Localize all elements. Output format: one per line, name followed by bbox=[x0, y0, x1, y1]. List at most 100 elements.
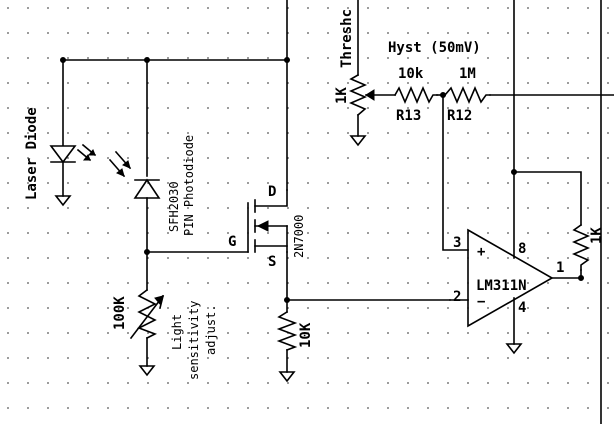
grid-dot bbox=[327, 182, 329, 184]
grid-dot bbox=[487, 382, 489, 384]
grid-dot bbox=[247, 107, 249, 109]
grid-dot bbox=[407, 282, 409, 284]
grid-dot bbox=[187, 407, 189, 409]
grid-dot bbox=[307, 82, 309, 84]
grid-dot bbox=[127, 107, 129, 109]
grid-dot bbox=[67, 57, 69, 59]
grid-dot bbox=[387, 232, 389, 234]
grid-dot bbox=[427, 207, 429, 209]
grid-dot bbox=[367, 307, 369, 309]
grid-dot bbox=[47, 207, 49, 209]
grid-dot bbox=[467, 7, 469, 9]
grid-dot bbox=[547, 257, 549, 259]
grid-dot bbox=[427, 82, 429, 84]
photodiode-desc: PIN Photodiode bbox=[182, 135, 196, 236]
grid-dot bbox=[547, 82, 549, 84]
pot-100k bbox=[129, 288, 165, 340]
grid-dot bbox=[567, 82, 569, 84]
grid-dot bbox=[87, 82, 89, 84]
grid-dot bbox=[527, 407, 529, 409]
grid-dot bbox=[567, 282, 569, 284]
grid-dot bbox=[127, 182, 129, 184]
grid-dot bbox=[367, 207, 369, 209]
grid-dot bbox=[27, 282, 29, 284]
grid-dot bbox=[567, 257, 569, 259]
grid-dot bbox=[347, 32, 349, 34]
grid-dot bbox=[247, 332, 249, 334]
grid-dot bbox=[527, 7, 529, 9]
grid-dot bbox=[307, 57, 309, 59]
grid-dot bbox=[67, 157, 69, 159]
grid-dot bbox=[127, 382, 129, 384]
grid-dot bbox=[227, 407, 229, 409]
grid-dot bbox=[167, 157, 169, 159]
grid-dot bbox=[447, 382, 449, 384]
grid-dot bbox=[107, 332, 109, 334]
grid-dot bbox=[407, 257, 409, 259]
plus-label: + bbox=[477, 244, 485, 260]
grid-dot bbox=[207, 57, 209, 59]
grid-dot bbox=[307, 207, 309, 209]
grid-dot bbox=[447, 357, 449, 359]
grid-dot bbox=[387, 182, 389, 184]
grid-dot bbox=[267, 157, 269, 159]
grid-dot bbox=[407, 107, 409, 109]
grid-dot bbox=[227, 357, 229, 359]
grid-dot bbox=[47, 57, 49, 59]
grid-dot bbox=[67, 182, 69, 184]
grid-dot bbox=[167, 82, 169, 84]
grid-dot bbox=[607, 132, 609, 134]
grid-dot bbox=[127, 132, 129, 134]
grid-dot bbox=[167, 32, 169, 34]
grid-dot bbox=[67, 407, 69, 409]
grid-dot bbox=[447, 182, 449, 184]
grid-dot bbox=[27, 257, 29, 259]
grid-dot bbox=[207, 107, 209, 109]
grid-dot bbox=[127, 32, 129, 34]
grid-dot bbox=[7, 32, 9, 34]
mosfet-2n7000 bbox=[247, 189, 288, 253]
grid-dot bbox=[467, 207, 469, 209]
grid-dot bbox=[387, 32, 389, 34]
grid-dot bbox=[7, 107, 9, 109]
grid-dot bbox=[207, 357, 209, 359]
grid-dot bbox=[487, 107, 489, 109]
grid-dot bbox=[407, 357, 409, 359]
grid-dot bbox=[7, 157, 9, 159]
pin-1-label: 1 bbox=[556, 260, 564, 276]
grid-dot bbox=[407, 207, 409, 209]
grid-dot bbox=[87, 257, 89, 259]
grid-dot bbox=[447, 207, 449, 209]
grid-dot bbox=[487, 32, 489, 34]
grid-dot bbox=[27, 32, 29, 34]
grid-dot bbox=[147, 332, 149, 334]
grid-dot bbox=[267, 7, 269, 9]
grid-dot bbox=[547, 407, 549, 409]
grid-dot bbox=[107, 282, 109, 284]
threshold-label: Threshc bbox=[339, 9, 355, 68]
grid-dot bbox=[527, 157, 529, 159]
grid-dot bbox=[267, 82, 269, 84]
grid-dot bbox=[367, 7, 369, 9]
grid-dot bbox=[67, 7, 69, 9]
grid-dot bbox=[227, 7, 229, 9]
grid-dot bbox=[107, 357, 109, 359]
grid-dot bbox=[307, 32, 309, 34]
grid-dot bbox=[27, 307, 29, 309]
grid-dot bbox=[447, 257, 449, 259]
grid-dot bbox=[607, 32, 609, 34]
grid-dot bbox=[387, 157, 389, 159]
grid-dot bbox=[407, 57, 409, 59]
grid-dot bbox=[227, 207, 229, 209]
grid-dot bbox=[267, 282, 269, 284]
grid-dot bbox=[427, 57, 429, 59]
grid-dot bbox=[107, 182, 109, 184]
grid-dot bbox=[387, 57, 389, 59]
ground-opamp bbox=[505, 343, 523, 355]
grid-dot bbox=[367, 82, 369, 84]
grid-dot bbox=[227, 182, 229, 184]
grid-dot bbox=[607, 207, 609, 209]
grid-dot bbox=[7, 257, 9, 259]
grid-dot bbox=[127, 257, 129, 259]
grid-dot bbox=[407, 132, 409, 134]
